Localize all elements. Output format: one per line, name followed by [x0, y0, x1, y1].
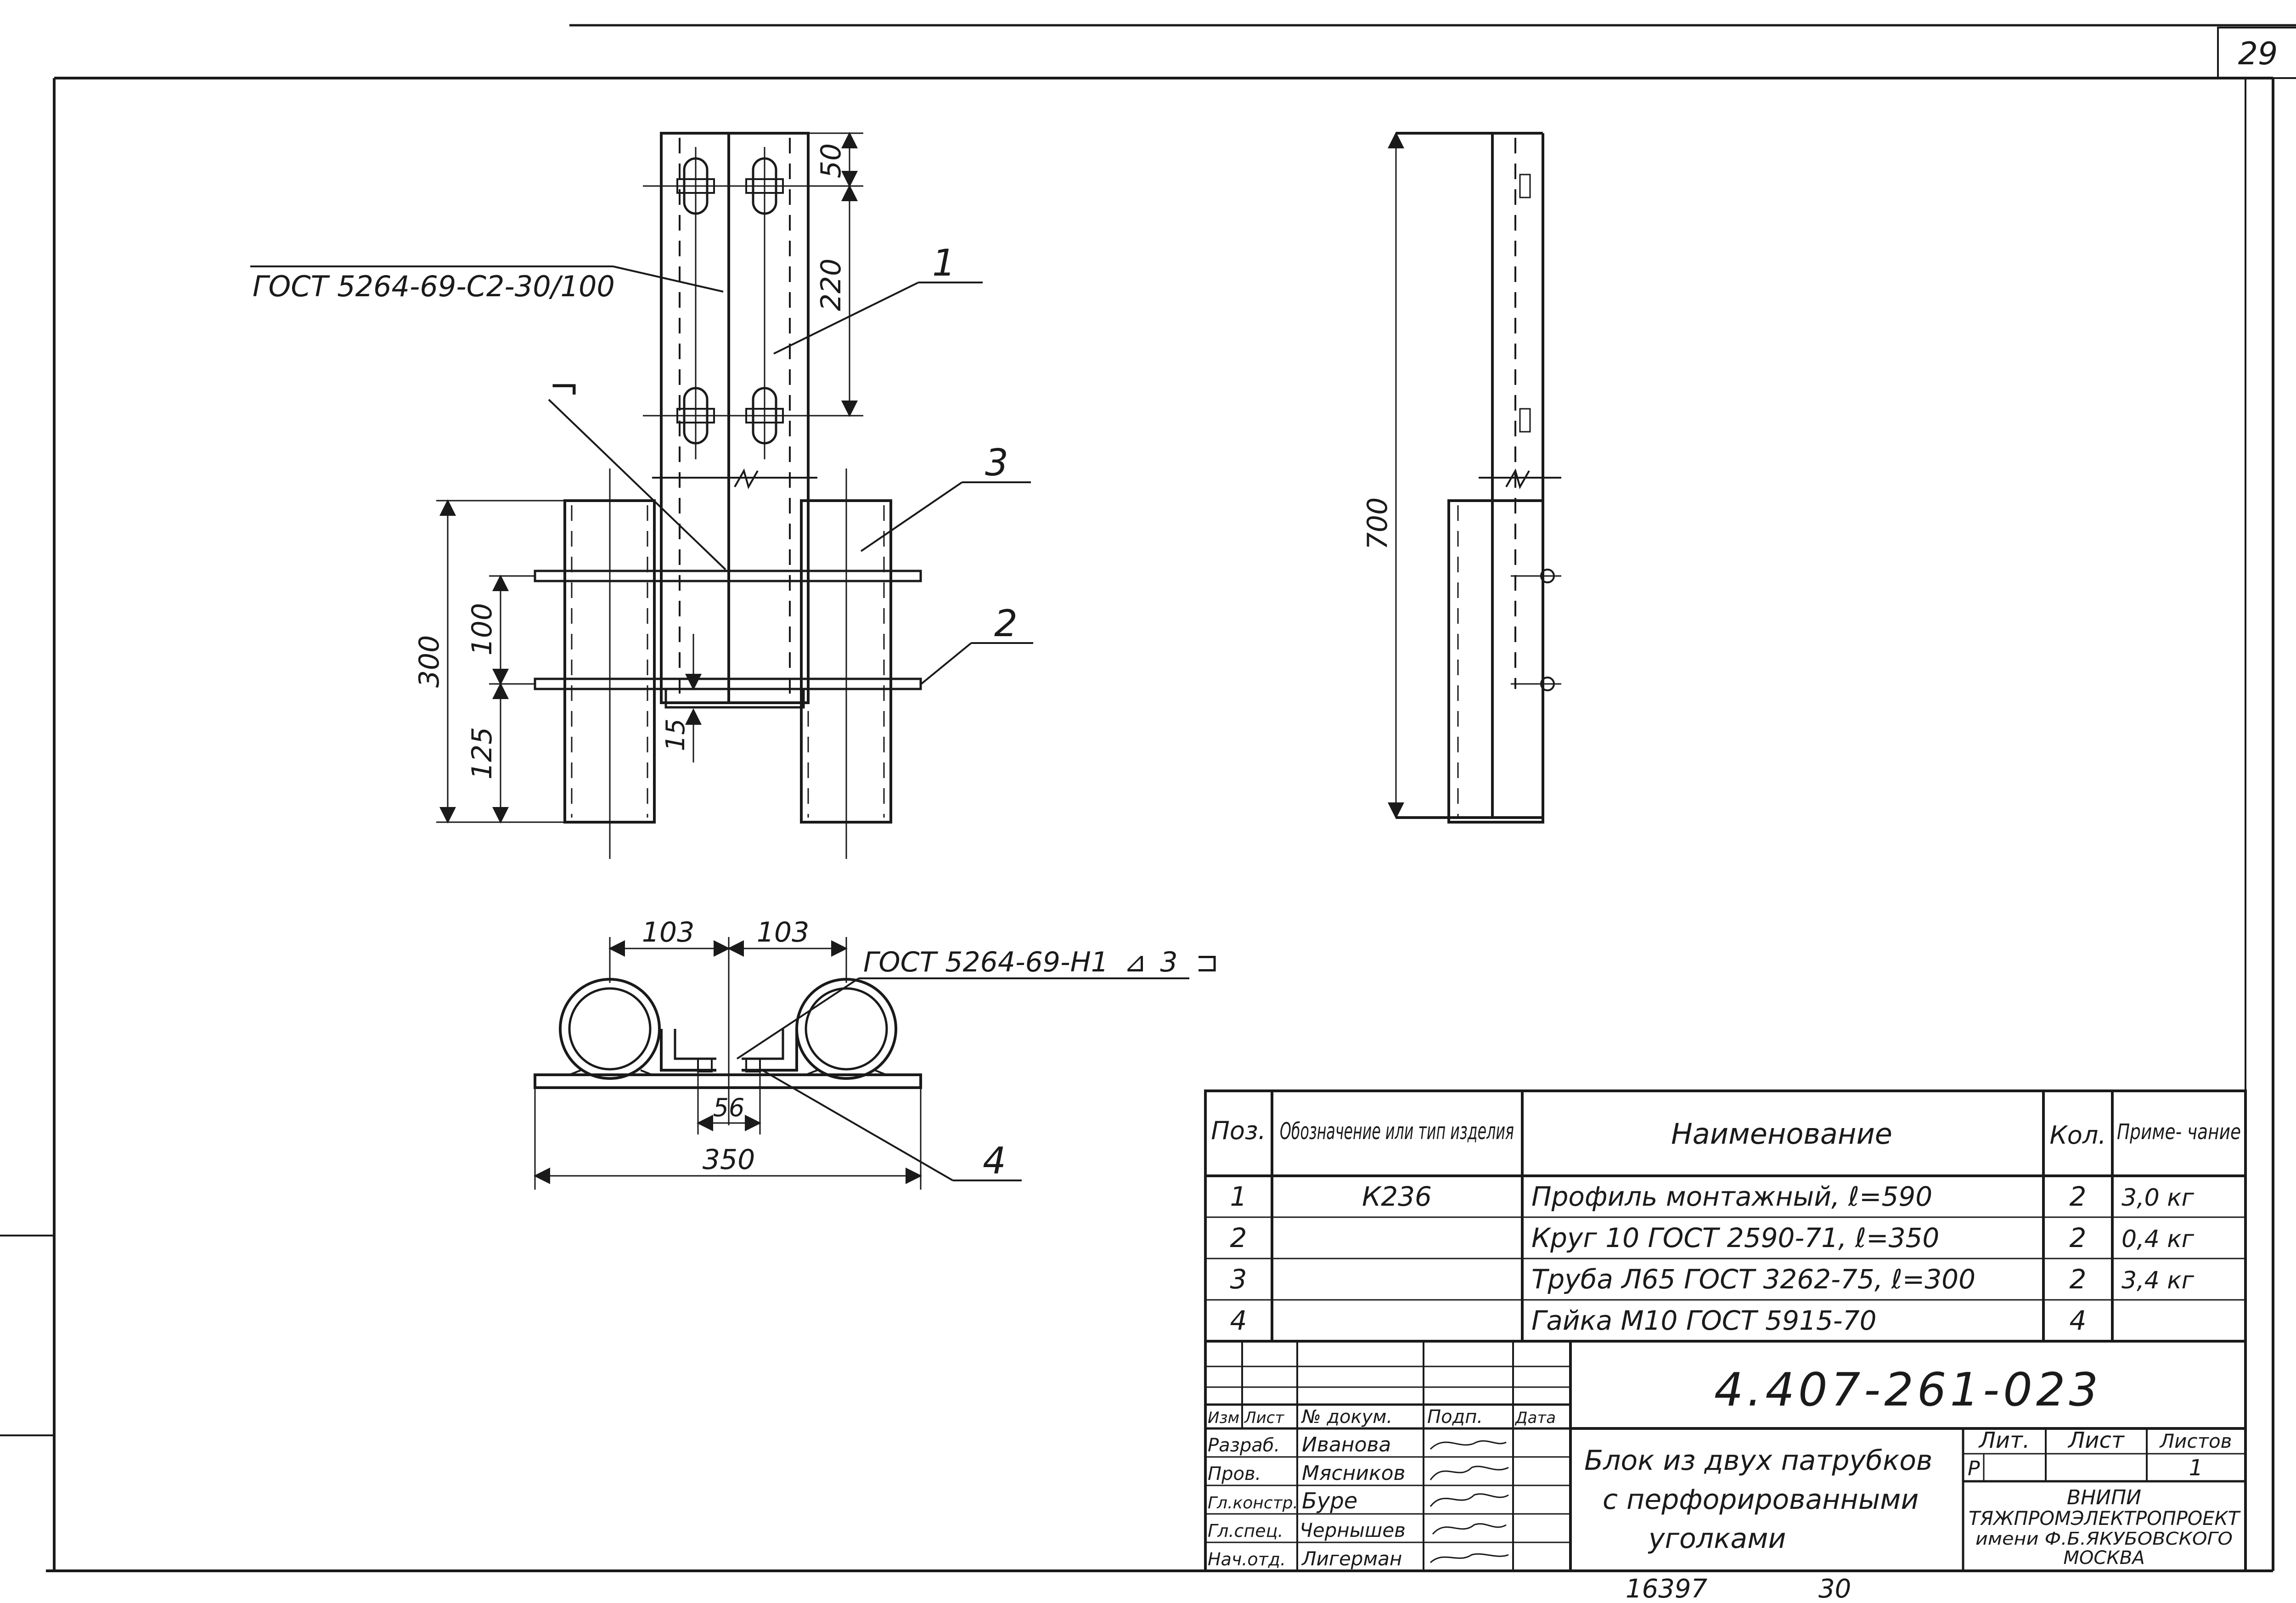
dim-plan-103-left: 103	[642, 916, 695, 948]
signature-mark	[1429, 1493, 1509, 1507]
profile-part-1	[660, 132, 810, 704]
dim-rod-125: 125	[466, 727, 498, 780]
profile-standard-label: ГОСТ 5264-69-С2-30/100	[253, 270, 615, 303]
row-pos: 2	[1230, 1222, 1247, 1253]
person-name: Лигерман	[1301, 1547, 1402, 1570]
footer-number: 16397	[1626, 1574, 1708, 1601]
sheet-label: Лист	[2067, 1428, 2125, 1453]
org-line3: имени Ф.Б.ЯКУБОВСКОГО	[1975, 1529, 2233, 1549]
dim-plan-56: 56	[713, 1093, 745, 1122]
role-label: Пров.	[1208, 1463, 1261, 1484]
callout-3: 3	[985, 441, 1008, 484]
weld-symbol: ⊿	[1124, 946, 1147, 978]
header-qty: Кол.	[2049, 1121, 2106, 1150]
weld-standard-text: ГОСТ 5264-69-Н1	[863, 946, 1109, 978]
row-pos: 1	[1230, 1181, 1247, 1212]
weld-standard-label: ГОСТ 5264-69-Н1 ⊿ 3 ⊐	[863, 946, 1219, 978]
dim-slot-220: 220	[815, 259, 847, 311]
signature-row: Пров. Мясников	[1208, 1462, 1509, 1485]
row-pos: 4	[1230, 1305, 1247, 1336]
row-qty: 4	[2070, 1305, 2087, 1336]
col-izm: Изм	[1208, 1409, 1239, 1427]
row-name: Круг 10 ГОСТ 2590-71, ℓ=350	[1531, 1222, 1939, 1253]
signature-mark	[1429, 1553, 1509, 1563]
org-line2: ТЯЖПРОМЭЛЕКТРОПРОЕКТ	[1969, 1507, 2241, 1530]
person-name: Мясников	[1302, 1462, 1405, 1485]
callout-4: 4	[983, 1140, 1006, 1182]
signature-row: Гл.спец. Чернышев	[1208, 1519, 1507, 1541]
row-note: 3,4 кг	[2122, 1267, 2195, 1294]
table-row: 1 К236 Профиль монтажный, ℓ=590 2 3,0 кг	[1230, 1181, 2195, 1212]
header-designation: Обозначение или тип изделия	[1280, 1118, 1514, 1145]
sheet-frame: 29	[0, 24, 2296, 1572]
row-name: Гайка М10 ГОСТ 5915-70	[1531, 1305, 1877, 1336]
row-note: 3,0 кг	[2122, 1184, 2195, 1212]
signature-row: Гл.констр. Буре	[1208, 1488, 1509, 1514]
table-row: 3 Труба Л65 ГОСТ 3262-75, ℓ=300 2 3,4 кг	[1230, 1264, 2195, 1295]
side-view: 700	[1362, 132, 1561, 824]
org-line1: ВНИПИ	[2067, 1486, 2141, 1509]
col-date: Дата	[1514, 1409, 1556, 1427]
signature-row: Нач.отд. Лигерман	[1208, 1547, 1509, 1570]
plan-view: 103 103 56 350 ГОСТ 5264-69-Н1 ⊿ 3 ⊐ 4	[534, 916, 1219, 1190]
sheet-number: 29	[2238, 36, 2278, 72]
row-name: Профиль монтажный, ℓ=590	[1531, 1181, 1932, 1212]
dim-top-50: 50	[815, 143, 847, 178]
col-sign: Подп.	[1427, 1406, 1483, 1428]
spec-table: Поз. Обозначение или тип изделия Наимено…	[1204, 1089, 2247, 1572]
callout-1: 1	[932, 242, 956, 284]
role-label: Нач.отд.	[1208, 1549, 1286, 1569]
dim-plan-350: 350	[703, 1144, 755, 1176]
person-name: Чернышев	[1300, 1519, 1406, 1541]
dim-overall-300: 300	[413, 635, 445, 688]
row-pos: 3	[1230, 1264, 1247, 1295]
weld-bracket: ⊐	[1196, 946, 1219, 978]
role-label: Гл.констр.	[1208, 1494, 1298, 1513]
person-name: Иванова	[1302, 1433, 1391, 1456]
lit-value: Р	[1968, 1457, 1980, 1480]
signature-mark	[1432, 1523, 1507, 1535]
row-qty: 2	[2070, 1222, 2087, 1253]
drawing-title-line2: с перфорированными	[1603, 1484, 1919, 1516]
role-label: Разраб.	[1208, 1435, 1280, 1456]
signature-mark	[1429, 1440, 1507, 1450]
person-name: Буре	[1302, 1488, 1357, 1514]
header-pos: Поз.	[1211, 1116, 1266, 1145]
table-row: 4 Гайка М10 ГОСТ 5915-70 4	[1230, 1305, 2087, 1336]
table-row: 2 Круг 10 ГОСТ 2590-71, ℓ=350 2 0,4 кг	[1230, 1222, 2195, 1253]
lit-label: Лит.	[1978, 1428, 2030, 1453]
dim-gap-15: 15	[661, 718, 691, 751]
row-designation: К236	[1362, 1181, 1432, 1212]
dim-height-700: 700	[1362, 497, 1394, 550]
footer-page: 30	[1818, 1574, 1851, 1601]
row-qty: 2	[2070, 1181, 2087, 1212]
sheets-label: Листов	[2159, 1430, 2232, 1452]
drawing-title-line3: уголками	[1648, 1523, 1786, 1555]
row-name: Труба Л65 ГОСТ 3262-75, ℓ=300	[1531, 1264, 1975, 1295]
dim-rod-100: 100	[466, 603, 498, 656]
row-qty: 2	[2070, 1264, 2087, 1295]
header-name: Наименование	[1671, 1117, 1892, 1151]
signature-mark	[1429, 1466, 1509, 1480]
weld-mark: ¬	[549, 366, 580, 408]
footer: 16397 30	[1626, 1574, 1851, 1603]
callout-2: 2	[994, 602, 1018, 645]
dim-plan-103-right: 103	[757, 916, 810, 948]
row-note: 0,4 кг	[2122, 1225, 2195, 1253]
sheets-value: 1	[2189, 1455, 2203, 1481]
drawing-code: 4.407-261-023	[1714, 1363, 2102, 1417]
col-doc: № докум.	[1301, 1406, 1392, 1428]
signature-row: Разраб. Иванова	[1208, 1433, 1507, 1456]
drawing-title-line1: Блок из двух патрубков	[1584, 1445, 1932, 1477]
org-line4: МОСКВА	[2063, 1547, 2144, 1569]
col-list: Лист	[1244, 1409, 1284, 1427]
title-block: Изм Лист № докум. Подп. Дата Разраб. Ива…	[1205, 1341, 2245, 1571]
header-note: Приме- чание	[2117, 1119, 2241, 1144]
weld-leg: 3	[1160, 946, 1177, 978]
role-label: Гл.спец.	[1208, 1521, 1283, 1541]
front-view: ¬ ГОСТ 5264-69-С2-30/100 1 3 2 50	[250, 132, 1033, 859]
